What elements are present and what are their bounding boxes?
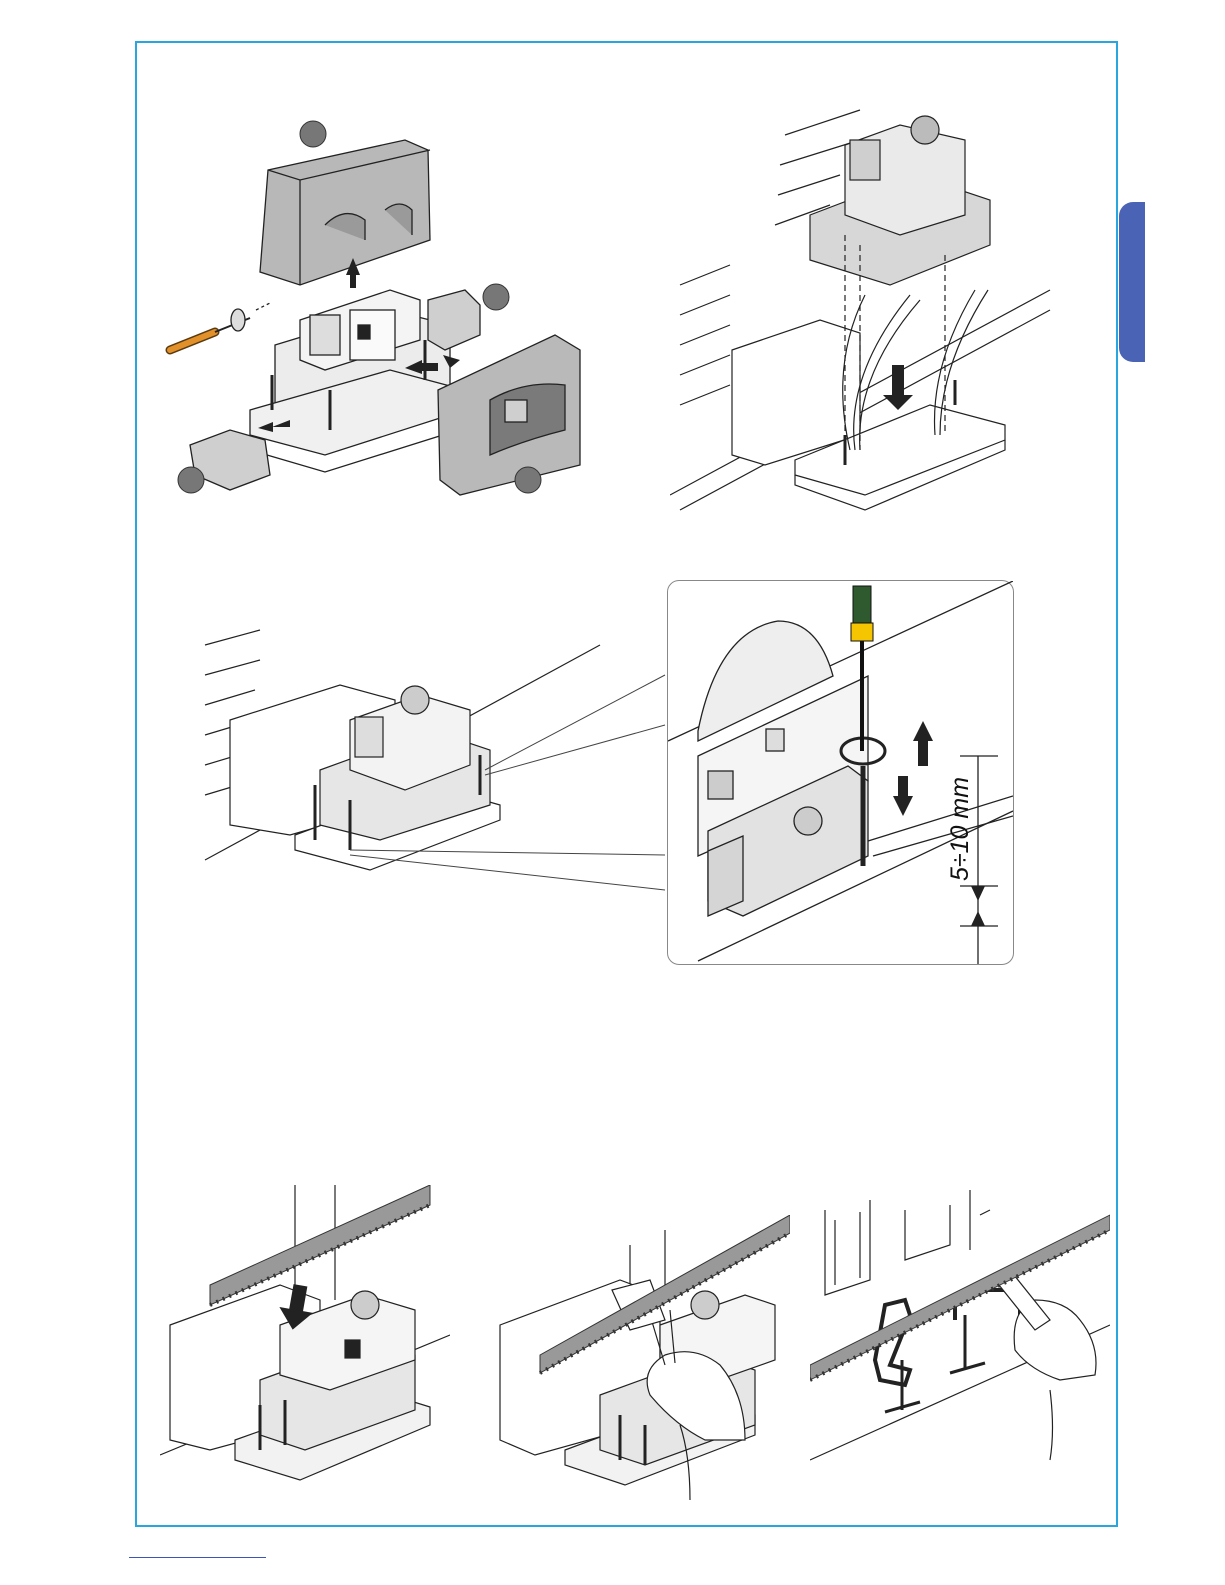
- detail-connector-lines: [340, 660, 670, 900]
- detail-panel: 5÷10 mm: [667, 580, 1014, 965]
- footer-rule: [129, 1557, 266, 1558]
- dimension-label: 5÷10 mm: [946, 777, 974, 881]
- side-language-tab: [1119, 202, 1145, 362]
- figure-motor-placement: [670, 105, 1070, 515]
- figure-rack-weld: [810, 1190, 1110, 1465]
- figure-cover-removal: [160, 110, 600, 510]
- figure-detail-adjust: 5÷10 mm: [668, 581, 1013, 964]
- figure-rack-placement: [160, 1185, 450, 1500]
- figure-rack-clamp: [490, 1215, 790, 1500]
